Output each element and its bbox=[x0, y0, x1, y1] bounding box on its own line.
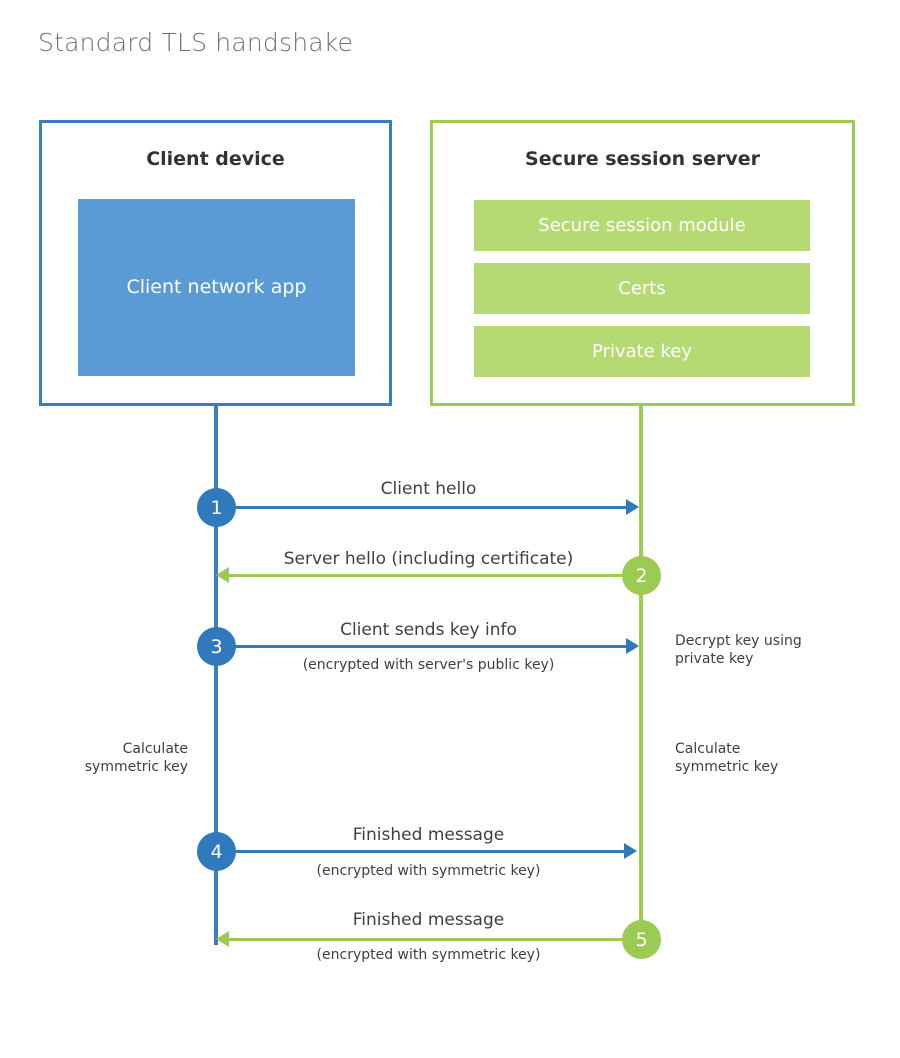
step-4-number: 4 bbox=[210, 840, 223, 863]
secure-session-server-title: Secure session server bbox=[525, 148, 760, 170]
server-decrypt-key-note-line-1: Decrypt key using bbox=[675, 633, 802, 649]
client-network-app-label: Client network app bbox=[126, 275, 307, 298]
client-network-app-block: Client network app bbox=[78, 199, 355, 376]
server-component-label: Private key bbox=[592, 341, 692, 362]
server-component-certs: Certs bbox=[474, 263, 810, 314]
step-2-arrow-line bbox=[229, 574, 641, 577]
server-decrypt-key-note: Decrypt key using private key bbox=[675, 632, 855, 668]
step-1-arrow-head-icon bbox=[626, 499, 639, 515]
step-1-label: Client hello bbox=[380, 479, 477, 499]
step-3-label: Client sends key info bbox=[340, 620, 517, 640]
step-1-marker: 1 bbox=[197, 488, 236, 527]
server-lifeline bbox=[639, 405, 643, 939]
step-3-arrow-head-icon bbox=[626, 638, 639, 654]
step-5-label: Finished message bbox=[352, 910, 505, 930]
server-calculate-symmetric-key-note: Calculate symmetric key bbox=[675, 740, 855, 776]
step-4-arrow-head-icon bbox=[624, 843, 637, 859]
step-5-number: 5 bbox=[635, 928, 648, 951]
client-calculate-symmetric-key-note: Calculate symmetric key bbox=[20, 740, 188, 776]
step-5-marker: 5 bbox=[622, 920, 661, 959]
step-3-sublabel: (encrypted with server's public key) bbox=[302, 657, 555, 673]
step-3-arrow-line bbox=[216, 645, 626, 648]
client-device-title: Client device bbox=[146, 148, 285, 170]
step-4-arrow-line bbox=[216, 850, 624, 853]
server-calculate-symmetric-key-line-2: symmetric key bbox=[675, 759, 779, 776]
step-4-marker: 4 bbox=[197, 832, 236, 871]
step-4-sublabel: (encrypted with symmetric key) bbox=[316, 863, 541, 879]
server-decrypt-key-note-line-2: private key bbox=[675, 651, 754, 668]
step-3-marker: 3 bbox=[197, 627, 236, 666]
step-2-number: 2 bbox=[635, 564, 648, 587]
server-component-private-key: Private key bbox=[474, 326, 810, 377]
client-device-box: Client device Client network app bbox=[39, 120, 392, 406]
server-component-label: Certs bbox=[618, 278, 666, 299]
step-3-number: 3 bbox=[210, 635, 223, 658]
step-1-arrow-line bbox=[216, 506, 626, 509]
step-2-label: Server hello (including certificate) bbox=[283, 549, 574, 569]
step-5-arrow-head-icon bbox=[216, 931, 229, 947]
step-1-number: 1 bbox=[210, 496, 223, 519]
step-2-arrow-head-icon bbox=[216, 567, 229, 583]
page-title: Standard TLS handshake bbox=[38, 28, 354, 57]
step-5-arrow-line bbox=[229, 938, 641, 941]
secure-session-server-box: Secure session server Secure session mod… bbox=[430, 120, 855, 406]
client-calculate-symmetric-key-line-2: symmetric key bbox=[84, 759, 188, 776]
server-component-label: Secure session module bbox=[538, 215, 746, 236]
step-4-label: Finished message bbox=[352, 825, 505, 845]
server-component-secure-session-module: Secure session module bbox=[474, 200, 810, 251]
server-calculate-symmetric-key-line-1: Calculate bbox=[675, 741, 741, 757]
step-5-sublabel: (encrypted with symmetric key) bbox=[316, 947, 541, 963]
client-calculate-symmetric-key-line-1: Calculate bbox=[122, 741, 188, 757]
step-2-marker: 2 bbox=[622, 556, 661, 595]
client-lifeline bbox=[214, 405, 218, 945]
